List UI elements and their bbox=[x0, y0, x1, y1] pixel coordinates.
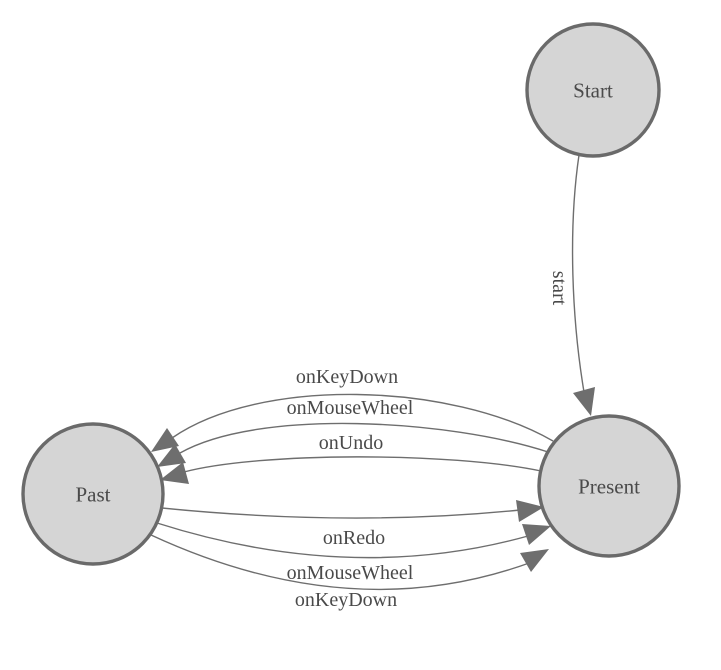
state-label-start: Start bbox=[573, 78, 613, 102]
arrowhead-icon bbox=[520, 549, 549, 572]
state-node-past[interactable]: Past bbox=[21, 422, 165, 566]
edge-label-start: start bbox=[548, 271, 570, 306]
edge-present-to-past-onundo[interactable]: onUndo bbox=[160, 432, 542, 484]
edge-line bbox=[156, 522, 529, 559]
edge-line bbox=[183, 456, 542, 473]
edge-past-to-present-onredo[interactable]: onRedo bbox=[161, 500, 544, 549]
state-node-start[interactable]: Start bbox=[525, 22, 661, 158]
state-circle-start bbox=[525, 22, 661, 158]
state-node-present[interactable]: Present bbox=[537, 414, 681, 558]
edge-past-to-present-onmousewheel[interactable]: onMouseWheel bbox=[156, 522, 551, 584]
edge-label-onmousewheel-bottom: onMouseWheel bbox=[287, 562, 414, 584]
state-circle-present bbox=[537, 414, 681, 558]
edge-label-onredo: onRedo bbox=[323, 527, 385, 549]
edge-present-to-past-onmousewheel[interactable]: onMouseWheel bbox=[157, 397, 549, 467]
edge-label-onkeydown-top: onKeyDown bbox=[296, 366, 398, 388]
edge-label-onkeydown-bottom: onKeyDown bbox=[295, 589, 397, 611]
state-label-past: Past bbox=[75, 482, 110, 506]
edge-start-to-present[interactable]: start bbox=[548, 154, 595, 416]
edge-line bbox=[179, 422, 549, 454]
edge-label-onmousewheel-top: onMouseWheel bbox=[287, 397, 414, 419]
edge-line bbox=[571, 154, 585, 393]
edge-present-to-past-onkeydown[interactable]: onKeyDown bbox=[151, 366, 554, 452]
state-circle-past bbox=[21, 422, 165, 566]
edge-line bbox=[171, 393, 554, 442]
arrowhead-icon bbox=[151, 428, 179, 452]
edge-line bbox=[150, 534, 533, 591]
arrowhead-icon bbox=[157, 444, 186, 467]
state-label-present: Present bbox=[578, 474, 640, 498]
arrowhead-icon bbox=[516, 500, 544, 522]
arrowhead-icon bbox=[160, 462, 189, 484]
arrowhead-icon bbox=[573, 387, 595, 416]
arrowhead-icon bbox=[522, 524, 551, 545]
edge-past-to-present-onkeydown[interactable]: onKeyDown bbox=[150, 534, 549, 611]
edge-line bbox=[161, 507, 521, 519]
edge-label-onundo: onUndo bbox=[319, 432, 383, 454]
